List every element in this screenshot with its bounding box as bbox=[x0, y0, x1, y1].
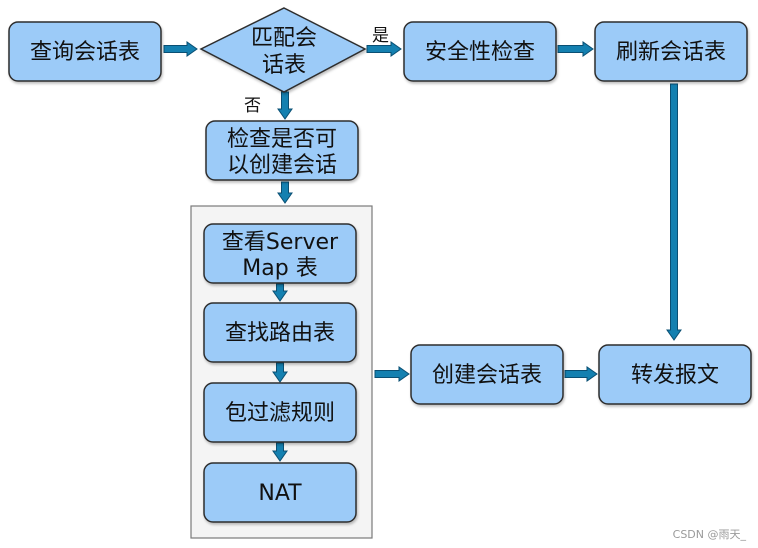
node-forward-packet: 转发报文 bbox=[598, 344, 752, 405]
arrow-query-to-match bbox=[163, 41, 198, 57]
node-server-map-label-line2: Map 表 bbox=[242, 256, 317, 281]
arrow-create-to-forward-shape bbox=[564, 366, 598, 382]
node-security-check-label: 安全性检查 bbox=[425, 40, 535, 65]
node-route-table-label: 查找路由表 bbox=[225, 321, 335, 346]
node-query-session-table-label: 查询会话表 bbox=[30, 40, 140, 65]
arrow-match-no-to-check-shape bbox=[277, 91, 293, 120]
arrow-match-no-to-check bbox=[277, 91, 293, 120]
node-create-session-table: 创建会话表 bbox=[410, 344, 564, 405]
node-query-session-table: 查询会话表 bbox=[8, 21, 162, 82]
arrow-match-yes-to-security bbox=[366, 41, 402, 57]
node-server-map-label-line1: 查看Server bbox=[222, 230, 339, 255]
arrow-group-to-create-shape bbox=[374, 366, 410, 382]
node-nat: NAT bbox=[203, 462, 357, 523]
node-refresh-session-table: 刷新会话表 bbox=[594, 21, 748, 82]
arrow-refresh-to-forward-shape bbox=[666, 83, 682, 341]
arrow-create-to-forward bbox=[564, 366, 598, 382]
node-route-table: 查找路由表 bbox=[203, 302, 357, 363]
arrow-filter-to-nat bbox=[272, 442, 288, 462]
arrow-security-to-refresh-shape bbox=[557, 41, 594, 57]
node-check-can-create-session: 检查是否可 以创建会话 bbox=[205, 120, 359, 181]
node-refresh-session-table-label: 刷新会话表 bbox=[616, 40, 726, 65]
node-match-label-line1: 匹配会 bbox=[251, 26, 317, 51]
node-forward-packet-label: 转发报文 bbox=[631, 363, 719, 388]
node-nat-label: NAT bbox=[258, 481, 302, 506]
arrow-check-to-group bbox=[277, 181, 293, 204]
node-server-map-table: 查看Server Map 表 bbox=[203, 223, 357, 284]
arrow-filter-to-nat-shape bbox=[272, 442, 288, 462]
arrow-check-to-group-shape bbox=[277, 181, 293, 204]
arrow-servermap-to-route-shape bbox=[272, 283, 288, 302]
yes-label: 是 bbox=[372, 26, 389, 46]
node-check-label-line2: 以创建会话 bbox=[227, 153, 337, 178]
node-create-session-table-label: 创建会话表 bbox=[432, 363, 542, 388]
arrow-match-yes-to-security-shape bbox=[366, 41, 402, 57]
arrow-security-to-refresh bbox=[557, 41, 594, 57]
arrow-refresh-to-forward bbox=[666, 83, 682, 341]
arrow-route-to-filter-shape bbox=[272, 362, 288, 383]
no-label: 否 bbox=[244, 96, 261, 116]
node-packet-filter: 包过滤规则 bbox=[203, 382, 357, 443]
arrow-group-to-create bbox=[374, 366, 410, 382]
arrow-query-to-match-shape bbox=[163, 41, 198, 57]
node-check-label-line1: 检查是否可 bbox=[227, 127, 337, 152]
node-match-label-line2: 话表 bbox=[262, 53, 306, 78]
node-security-check: 安全性检查 bbox=[403, 21, 557, 82]
arrow-route-to-filter bbox=[272, 362, 288, 383]
node-match-session-table: 匹配会 话表 bbox=[199, 7, 367, 93]
watermark: CSDN @雨天_ bbox=[672, 528, 746, 541]
arrow-servermap-to-route bbox=[272, 283, 288, 302]
node-packet-filter-label: 包过滤规则 bbox=[225, 401, 335, 426]
